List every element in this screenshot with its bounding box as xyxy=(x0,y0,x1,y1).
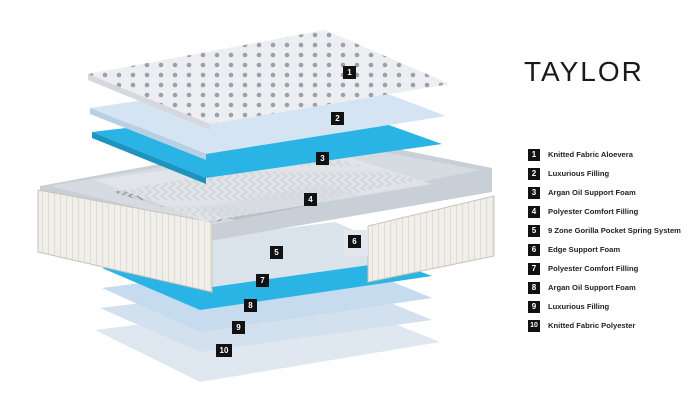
legend-item: 2 Luxurious Filling xyxy=(528,164,681,183)
layer-tag-2: 2 xyxy=(331,112,344,125)
legend-number-badge: 2 xyxy=(528,167,540,180)
layer-tag-5: 5 xyxy=(270,246,283,259)
legend-number-badge: 5 xyxy=(528,224,540,237)
legend-label: Edge Support Foam xyxy=(548,245,621,254)
legend-number-badge: 6 xyxy=(528,243,540,256)
legend-item: 10 Knitted Fabric Polyester xyxy=(528,316,681,335)
legend-number-badge: 9 xyxy=(528,300,540,313)
layer-tag-3: 3 xyxy=(316,152,329,165)
side-panel-right xyxy=(367,195,495,283)
legend-number-badge: 10 xyxy=(528,319,540,332)
legend-item: 8 Argan Oil Support Foam xyxy=(528,278,681,297)
legend-number-badge: 3 xyxy=(528,186,540,199)
legend-label: Luxurious Filling xyxy=(548,302,610,311)
legend-label: Polyester Comfort Filling xyxy=(548,207,639,216)
legend-label: 9 Zone Gorilla Pocket Spring System xyxy=(548,226,681,235)
legend-item: 5 9 Zone Gorilla Pocket Spring System xyxy=(528,221,681,240)
layer-tag-4: 4 xyxy=(304,193,317,206)
legend-label: Knitted Fabric Polyester xyxy=(548,321,636,330)
legend-label: Argan Oil Support Foam xyxy=(548,283,636,292)
legend-item: 7 Polyester Comfort Filling xyxy=(528,259,681,278)
legend-number-badge: 7 xyxy=(528,262,540,275)
legend-label: Luxurious Filling xyxy=(548,169,610,178)
layer-tag-8: 8 xyxy=(244,299,257,312)
legend-item: 6 Edge Support Foam xyxy=(528,240,681,259)
legend-item: 1 Knitted Fabric Aloevera xyxy=(528,145,681,164)
layer-4-polyester-comfort-filling xyxy=(96,148,432,222)
layer-tag-6: 6 xyxy=(348,235,361,248)
legend-item: 4 Polyester Comfort Filling xyxy=(528,202,681,221)
mattress-layers-illustration xyxy=(37,30,495,382)
legend-item: 9 Luxurious Filling xyxy=(528,297,681,316)
legend-label: Argan Oil Support Foam xyxy=(548,188,636,197)
legend-number-badge: 1 xyxy=(528,148,540,161)
legend-number-badge: 4 xyxy=(528,205,540,218)
legend-item: 3 Argan Oil Support Foam xyxy=(528,183,681,202)
layer-tag-9: 9 xyxy=(232,321,245,334)
layer-tag-7: 7 xyxy=(256,274,269,287)
layer-1-knitted-fabric-aloevera xyxy=(88,30,450,124)
side-panel-left xyxy=(37,189,213,293)
layer-tag-10: 10 xyxy=(216,344,232,357)
layer-tag-1: 1 xyxy=(343,66,356,79)
product-title: TAYLOR xyxy=(524,56,644,87)
legend-number-badge: 8 xyxy=(528,281,540,294)
legend-label: Knitted Fabric Aloevera xyxy=(548,150,633,159)
legend-label: Polyester Comfort Filling xyxy=(548,264,639,273)
